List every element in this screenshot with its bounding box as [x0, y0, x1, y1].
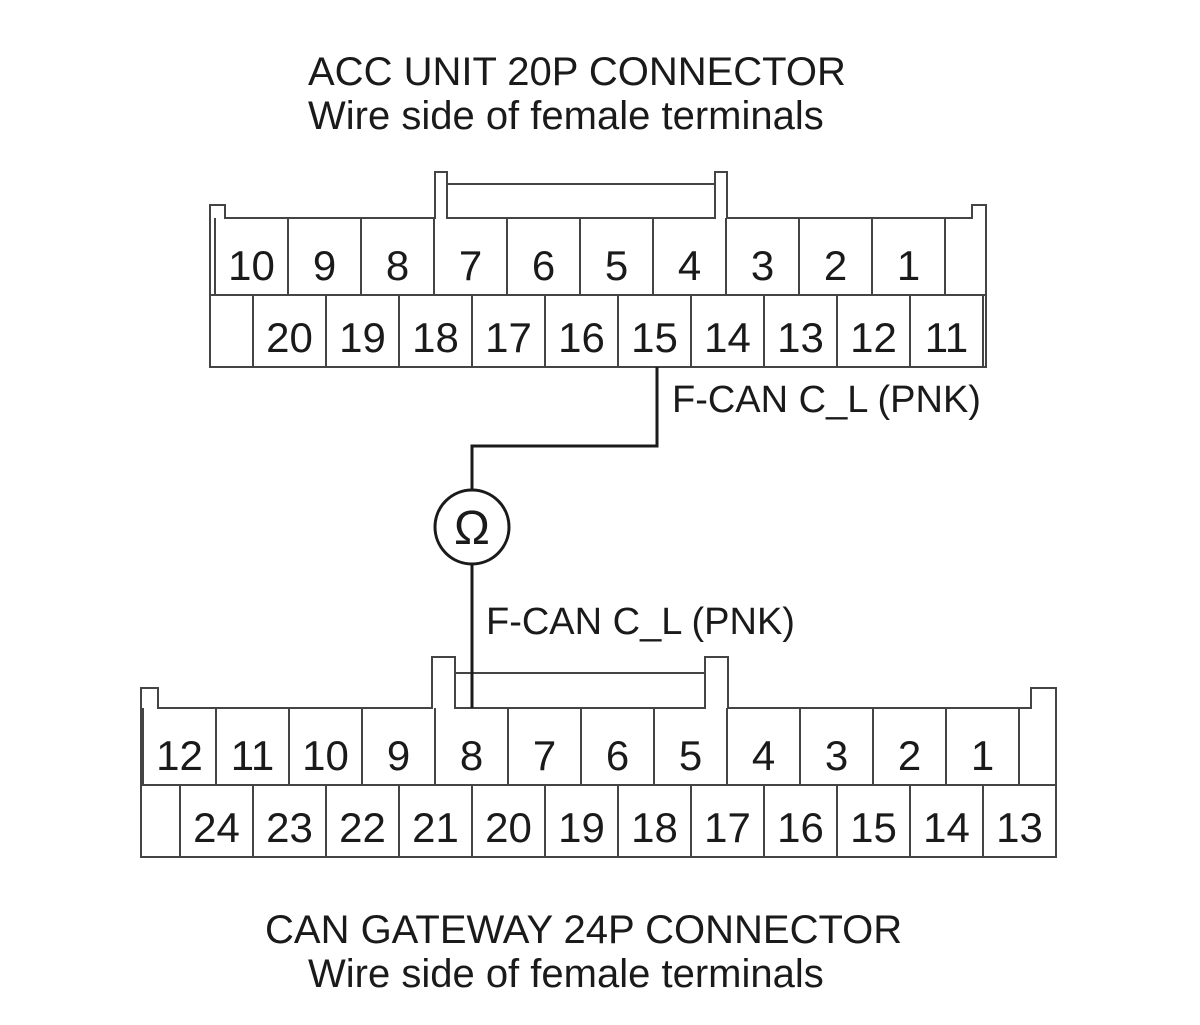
- gateway-top-terminal-10: 10: [302, 732, 349, 779]
- acc-top-terminal-6: 6: [532, 242, 555, 289]
- acc-top-terminal-5: 5: [605, 242, 628, 289]
- gateway-bottom-terminal-22: 22: [339, 804, 386, 851]
- acc-bottom-terminal-18: 18: [412, 314, 459, 361]
- gateway-bottom-terminal-14: 14: [923, 804, 970, 851]
- gateway-bottom-terminal-17: 17: [704, 804, 751, 851]
- acc-connector-outline: [209, 171, 987, 368]
- acc-bottom-terminal-17: 17: [485, 314, 532, 361]
- probe-wire: [470, 367, 659, 708]
- gateway-top-terminal-2: 2: [898, 732, 921, 779]
- acc-top-terminal-2: 2: [824, 242, 847, 289]
- gateway-top-terminal-5: 5: [679, 732, 702, 779]
- gateway-connector: [140, 656, 1057, 858]
- gateway-bottom-terminal-19: 19: [558, 804, 605, 851]
- gateway-connector-outline: [140, 656, 1057, 858]
- acc-top-terminal-9: 9: [313, 242, 336, 289]
- acc-top-terminal-8: 8: [386, 242, 409, 289]
- acc-top-terminal-4: 4: [678, 242, 701, 289]
- acc-top-terminal-3: 3: [751, 242, 774, 289]
- acc-bottom-row: 20 19 18 17 16 15 14 13 12 11: [266, 314, 968, 361]
- acc-connector: [209, 171, 987, 368]
- gateway-bottom-terminal-20: 20: [485, 804, 532, 851]
- gateway-bottom-terminal-15: 15: [850, 804, 897, 851]
- upper-wire-label: F-CAN C_L (PNK): [672, 379, 981, 421]
- gateway-top-row: 12 11 10 9 8 7 6 5 4 3 2 1: [156, 732, 994, 779]
- gateway-bottom-terminal-13: 13: [996, 804, 1043, 851]
- gateway-top-terminal-7: 7: [533, 732, 556, 779]
- acc-top-row: 10 9 8 7 6 5 4 3 2 1: [228, 242, 920, 289]
- acc-top-terminal-10: 10: [228, 242, 275, 289]
- gateway-top-terminal-6: 6: [606, 732, 629, 779]
- acc-connector-title: ACC UNIT 20P CONNECTOR: [308, 50, 846, 94]
- acc-connector-subtitle: Wire side of female terminals: [308, 94, 824, 138]
- gateway-top-terminal-3: 3: [825, 732, 848, 779]
- gateway-bottom-terminal-24: 24: [193, 804, 240, 851]
- ohmmeter-icon: Ω: [433, 488, 511, 566]
- acc-top-terminal-7: 7: [459, 242, 482, 289]
- gateway-top-terminal-11: 11: [231, 732, 275, 779]
- gateway-connector-title: CAN GATEWAY 24P CONNECTOR: [265, 908, 903, 952]
- acc-bottom-terminal-20: 20: [266, 314, 313, 361]
- gateway-top-terminal-12: 12: [156, 732, 203, 779]
- ohm-symbol: Ω: [454, 502, 490, 555]
- acc-bottom-terminal-14: 14: [704, 314, 751, 361]
- gateway-top-terminal-1: 1: [971, 732, 994, 779]
- acc-bottom-terminal-16: 16: [558, 314, 605, 361]
- acc-top-terminal-1: 1: [897, 242, 920, 289]
- acc-bottom-terminal-11: 11: [925, 314, 969, 361]
- gateway-top-terminal-9: 9: [387, 732, 410, 779]
- gateway-bottom-terminal-18: 18: [631, 804, 678, 851]
- gateway-top-terminal-8: 8: [460, 732, 483, 779]
- gateway-bottom-terminal-16: 16: [777, 804, 824, 851]
- acc-bottom-terminal-19: 19: [339, 314, 386, 361]
- gateway-top-terminal-4: 4: [752, 732, 775, 779]
- gateway-bottom-terminal-21: 21: [412, 804, 459, 851]
- gateway-connector-subtitle: Wire side of female terminals: [308, 952, 824, 996]
- acc-bottom-terminal-12: 12: [850, 314, 897, 361]
- gateway-bottom-terminal-23: 23: [266, 804, 313, 851]
- acc-bottom-terminal-15: 15: [631, 314, 678, 361]
- gateway-bottom-row: 24 23 22 21 20 19 18 17 16 15 14 13: [193, 804, 1043, 851]
- lower-wire-label: F-CAN C_L (PNK): [486, 601, 795, 643]
- acc-bottom-terminal-13: 13: [777, 314, 824, 361]
